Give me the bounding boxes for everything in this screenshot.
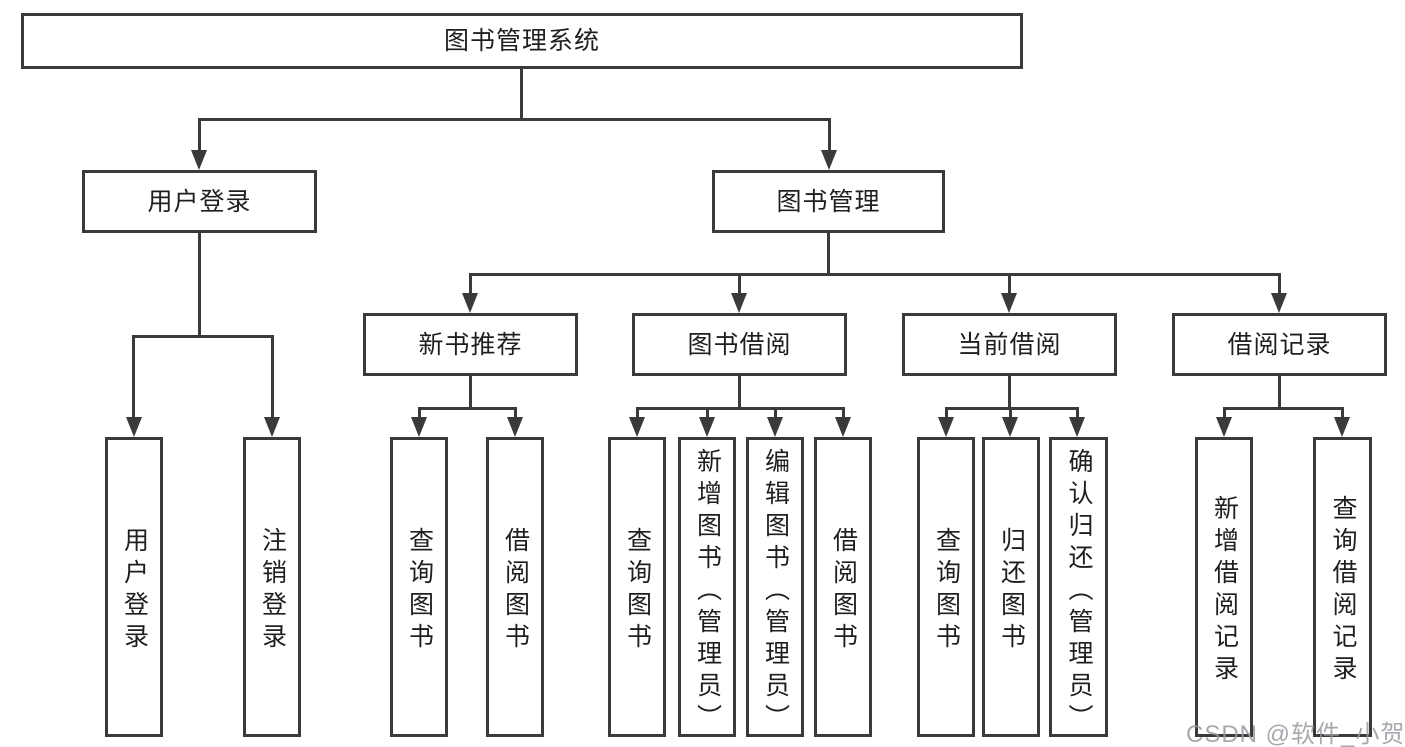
h-line [945, 407, 1079, 410]
v-line [1278, 376, 1281, 407]
arrow-down-icon [821, 150, 837, 170]
leaf-query-books-borrow: 查询图书 [608, 437, 666, 737]
h-line [636, 407, 844, 410]
v-line [469, 273, 472, 297]
node-current-borrow: 当前借阅 [902, 313, 1117, 376]
v-line [1341, 407, 1344, 421]
leaf-query-books-recommend: 查询图书 [390, 437, 448, 737]
v-line [418, 407, 421, 421]
arrow-down-icon [767, 417, 783, 437]
v-line [469, 376, 472, 407]
arrow-down-icon [462, 293, 478, 313]
v-line [828, 118, 831, 152]
leaf-add-borrow-record: 新增借阅记录 [1195, 437, 1253, 737]
arrow-down-icon [191, 150, 207, 170]
arrow-down-icon [507, 417, 523, 437]
leaf-return-books: 归还图书 [982, 437, 1040, 737]
v-line [520, 69, 523, 118]
v-line [774, 407, 777, 421]
node-user-login: 用户登录 [82, 170, 317, 233]
arrow-down-icon [126, 417, 142, 437]
arrow-down-icon [1334, 417, 1350, 437]
v-line [842, 407, 845, 421]
arrow-down-icon [411, 417, 427, 437]
arrow-down-icon [1001, 293, 1017, 313]
arrow-down-icon [1069, 417, 1085, 437]
v-line [738, 376, 741, 407]
arrow-down-icon [835, 417, 851, 437]
v-line [1008, 376, 1011, 407]
h-line [418, 407, 517, 410]
arrow-down-icon [629, 417, 645, 437]
v-line [198, 118, 201, 152]
v-line [1009, 407, 1012, 421]
v-line [271, 335, 274, 419]
h-line [198, 118, 831, 121]
v-line [1223, 407, 1226, 421]
v-line [636, 407, 639, 421]
leaf-edit-books-admin: 编辑图书（管理员） [746, 437, 804, 737]
v-line [706, 407, 709, 421]
node-new-book-recommend: 新书推荐 [363, 313, 578, 376]
v-line [738, 273, 741, 297]
h-line [1223, 407, 1343, 410]
v-line [198, 233, 201, 335]
leaf-user-login: 用户登录 [105, 437, 163, 737]
leaf-add-books-admin: 新增图书（管理员） [678, 437, 736, 737]
csdn-watermark: CSDN @软件_小贺同学 [1186, 721, 1405, 747]
arrow-down-icon [731, 293, 747, 313]
v-line [1008, 273, 1011, 297]
arrow-down-icon [1271, 293, 1287, 313]
leaf-logout: 注销登录 [243, 437, 301, 737]
v-line [132, 335, 135, 419]
leaf-query-borrow-record: 查询借阅记录 [1313, 437, 1372, 737]
v-line [514, 407, 517, 421]
h-line [469, 273, 1281, 276]
leaf-borrow-books-recommend: 借阅图书 [486, 437, 544, 737]
leaf-confirm-return-admin: 确认归还（管理员） [1049, 437, 1108, 737]
arrow-down-icon [699, 417, 715, 437]
arrow-down-icon [1216, 417, 1232, 437]
h-line [132, 335, 274, 338]
v-line [827, 233, 830, 273]
node-root-system: 图书管理系统 [21, 13, 1023, 69]
v-line [1076, 407, 1079, 421]
v-line [1278, 273, 1281, 297]
leaf-query-books-current: 查询图书 [917, 437, 975, 737]
arrow-down-icon [1002, 417, 1018, 437]
arrow-down-icon [938, 417, 954, 437]
node-borrow-records: 借阅记录 [1172, 313, 1387, 376]
node-book-management: 图书管理 [712, 170, 945, 233]
arrow-down-icon [264, 417, 280, 437]
v-line [945, 407, 948, 421]
node-book-borrow: 图书借阅 [632, 313, 847, 376]
leaf-borrow-books: 借阅图书 [814, 437, 872, 737]
